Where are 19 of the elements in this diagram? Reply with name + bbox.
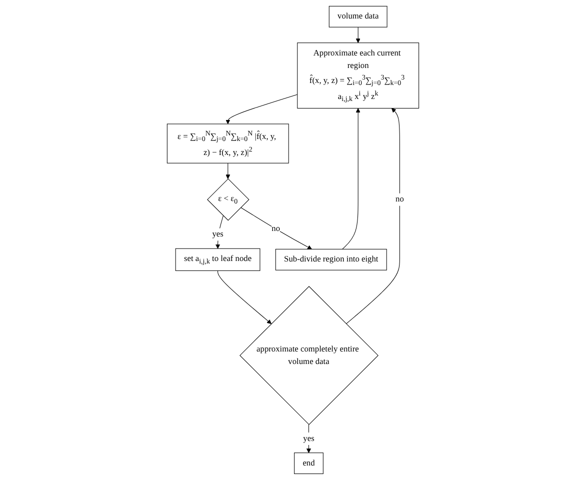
node-box: ε = ∑$_{i=0}$$^{N}$∑$_{j=0}$$^{N}$∑$_{k=0}$$^{N}$ |f̂(x, y, z) − f(x, y, z)|$^{2}$ — [166, 124, 288, 164]
node-box: end — [294, 452, 323, 474]
edge-label: no — [271, 224, 280, 234]
node-box: Sub-divide region into eight — [274, 248, 386, 270]
edge-label: yes — [302, 434, 314, 443]
edge-label: yes — [212, 230, 223, 239]
arrow — [355, 26, 360, 44]
node-box: set a$_{i,j,k}$ to leaf node — [174, 248, 260, 271]
arrow — [342, 108, 360, 250]
edge-label: no — [395, 194, 404, 204]
node-box: volume data — [328, 6, 387, 28]
arrow — [225, 162, 230, 180]
node-diamond: ε < ε$_{0}$ — [206, 178, 249, 221]
node-diamond: approximate completely entire volume data — [239, 286, 378, 425]
arrow — [225, 94, 298, 124]
arrow — [345, 108, 400, 324]
arrow — [217, 270, 272, 324]
arrow — [214, 215, 223, 249]
arrow — [240, 207, 312, 250]
